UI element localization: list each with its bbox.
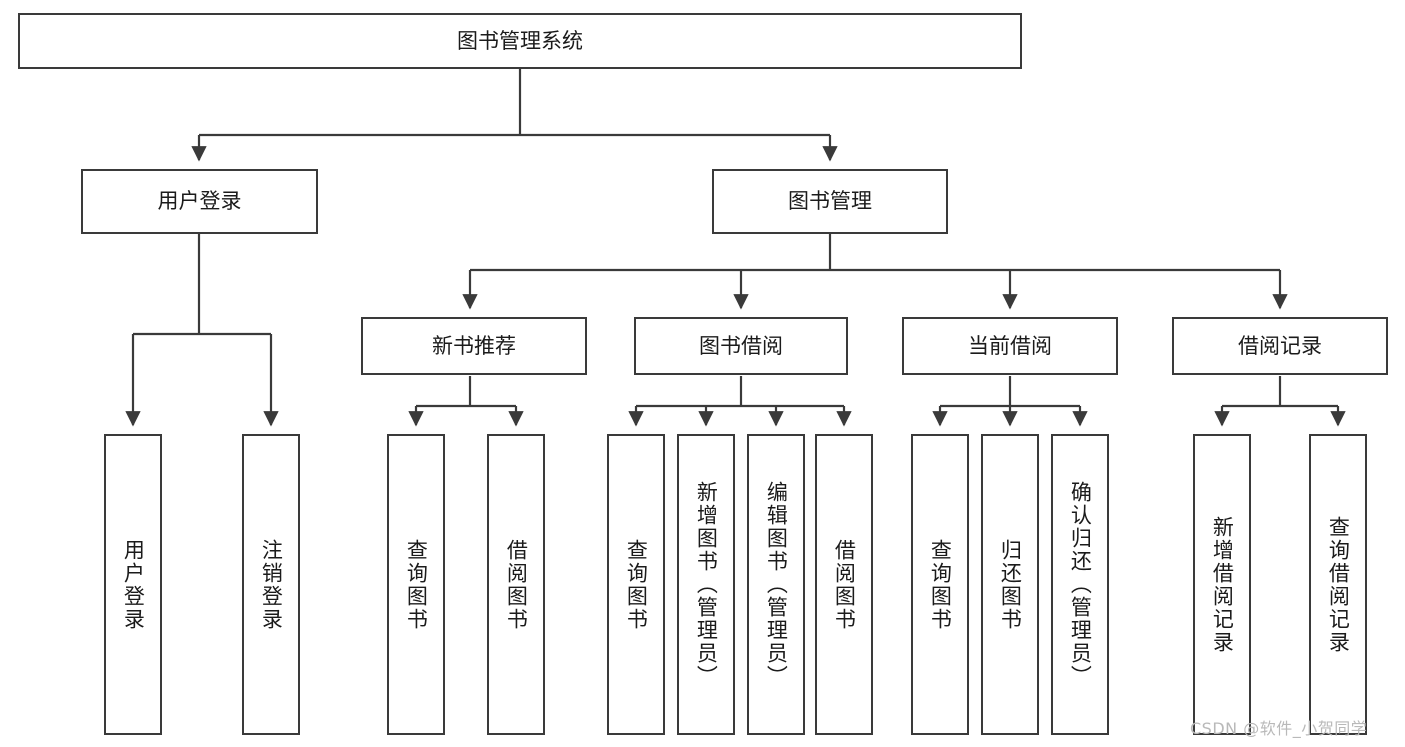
leaf-logout[interactable]: 注销登录 [242,434,300,735]
node-label: 用户登录 [121,538,146,631]
leaf-return-book[interactable]: 归还图书 [981,434,1039,735]
watermark-text: CSDN @软件_小贺同学 [1190,719,1368,738]
leaf-add-book-admin[interactable]: 新增图书（管理员） [677,434,735,735]
node-book-borrow[interactable]: 图书借阅 [634,317,848,375]
node-user-login[interactable]: 用户登录 [81,169,318,234]
leaf-confirm-return-admin[interactable]: 确认归还（管理员） [1051,434,1109,735]
node-book-management[interactable]: 图书管理 [712,169,948,234]
node-label: 查询图书 [404,538,429,631]
node-label: 新书推荐 [432,333,516,358]
node-label: 查询图书 [928,538,953,631]
node-label: 新增图书（管理员） [694,481,719,688]
leaf-add-borrow-record[interactable]: 新增借阅记录 [1193,434,1251,735]
node-label: 图书借阅 [699,333,783,358]
node-label: 确认归还（管理员） [1068,481,1093,688]
node-label: 借阅图书 [832,538,857,631]
node-label: 查询图书 [624,538,649,631]
leaf-user-login[interactable]: 用户登录 [104,434,162,735]
leaf-query-book-new[interactable]: 查询图书 [387,434,445,735]
node-current-borrow[interactable]: 当前借阅 [902,317,1118,375]
node-label: 查询借阅记录 [1326,515,1351,654]
node-label: 注销登录 [259,538,284,631]
leaf-edit-book-admin[interactable]: 编辑图书（管理员） [747,434,805,735]
node-label: 当前借阅 [968,333,1052,358]
node-root-system[interactable]: 图书管理系统 [18,13,1022,69]
node-label: 编辑图书（管理员） [764,481,789,688]
node-label: 借阅图书 [504,538,529,631]
node-label: 用户登录 [157,189,242,214]
node-label: 新增借阅记录 [1210,515,1235,654]
node-label: 借阅记录 [1238,333,1322,358]
leaf-query-book-borrow[interactable]: 查询图书 [607,434,665,735]
leaf-borrow-book[interactable]: 借阅图书 [815,434,873,735]
node-label: 图书管理 [788,189,872,214]
node-label: 图书管理系统 [457,28,583,53]
leaf-borrow-book-new[interactable]: 借阅图书 [487,434,545,735]
node-borrow-record[interactable]: 借阅记录 [1172,317,1388,375]
leaf-query-borrow-record[interactable]: 查询借阅记录 [1309,434,1367,735]
node-label: 归还图书 [998,538,1023,631]
leaf-query-book-current[interactable]: 查询图书 [911,434,969,735]
node-new-book-recommend[interactable]: 新书推荐 [361,317,587,375]
